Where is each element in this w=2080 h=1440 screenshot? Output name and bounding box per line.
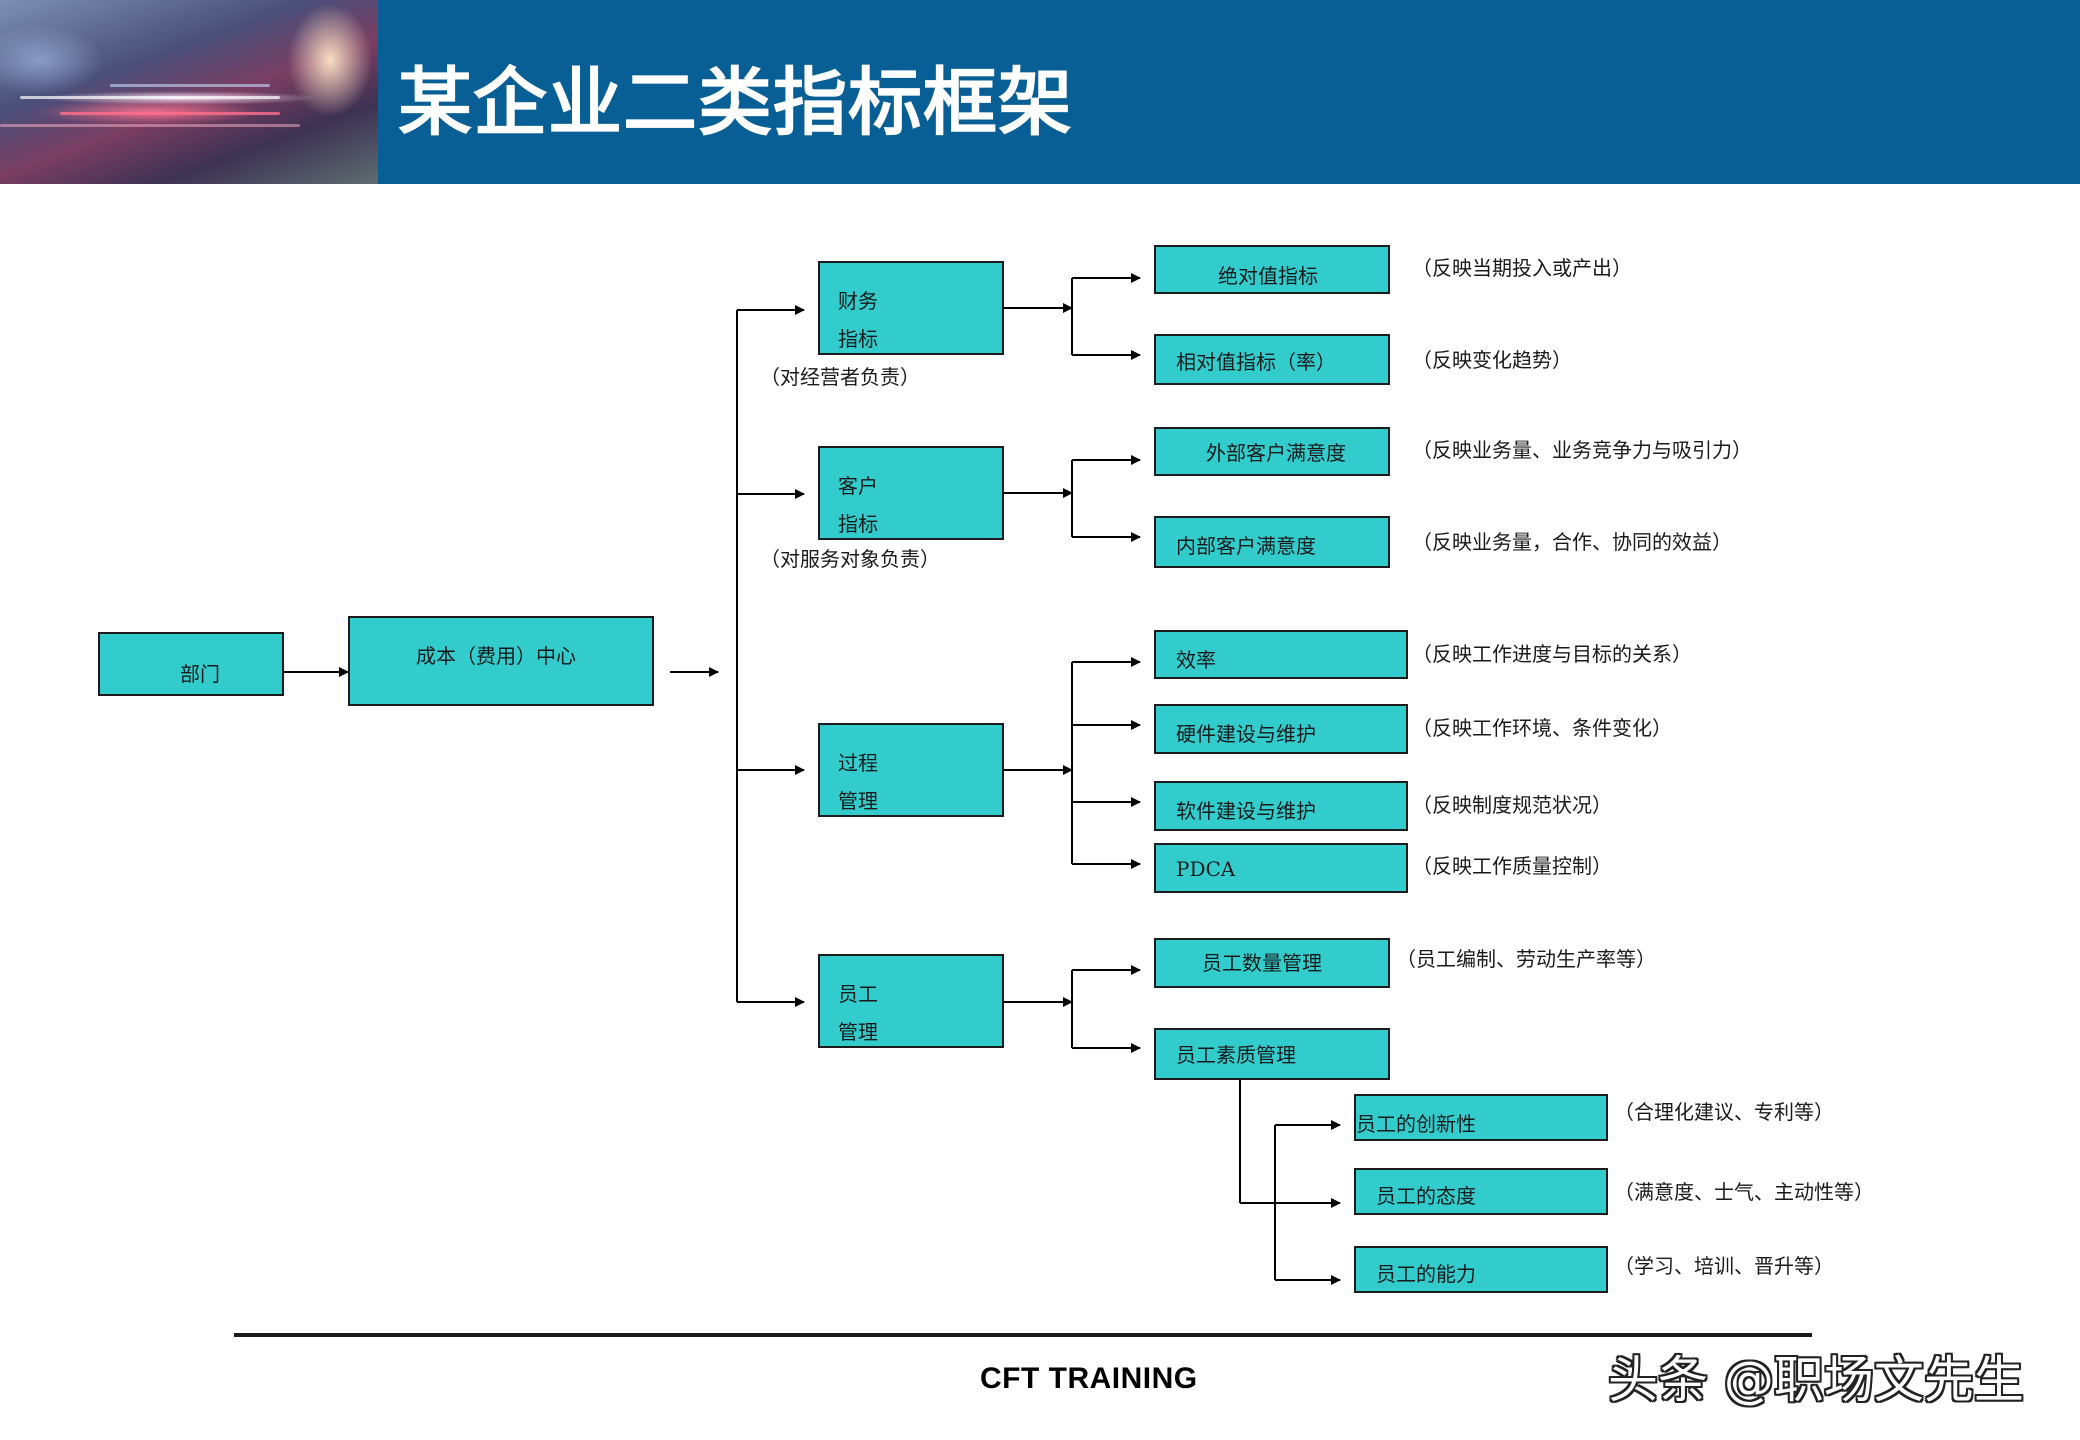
node-quality: 员工的能力	[1354, 1246, 1608, 1293]
node-label: 员工数量管理	[1202, 951, 1322, 975]
node-indicator: 软件建设与维护	[1154, 781, 1408, 831]
node-label: 员工素质管理	[1176, 1043, 1296, 1067]
node-quality: 员工的态度	[1354, 1168, 1608, 1215]
node-label-line1: 过程	[838, 751, 878, 775]
node-label: 效率	[1176, 648, 1216, 672]
node-group-staff: 员工 管理	[818, 954, 1004, 1048]
node-label: 部门	[180, 662, 220, 686]
quality-note: （满意度、士气、主动性等）	[1614, 1180, 1874, 1204]
indicator-note: （反映工作环境、条件变化）	[1412, 716, 1672, 740]
quality-note: （合理化建议、专利等）	[1614, 1100, 1834, 1124]
node-indicator: 员工数量管理	[1154, 938, 1390, 988]
node-quality: 员工的创新性	[1354, 1094, 1608, 1141]
node-indicator-staff-quality: 员工素质管理	[1154, 1028, 1390, 1080]
indicator-note: （反映工作进度与目标的关系）	[1412, 642, 1692, 666]
node-label-line2: 管理	[838, 789, 878, 813]
group-note-customer: （对服务对象负责）	[760, 547, 940, 571]
node-indicator: 硬件建设与维护	[1154, 704, 1408, 754]
node-group-process: 过程 管理	[818, 723, 1004, 817]
node-label: 相对值指标（率）	[1176, 350, 1336, 374]
node-label-line2: 指标	[838, 512, 878, 536]
header-decorative-image	[0, 0, 378, 184]
indicator-note: （反映业务量、业务竞争力与吸引力）	[1412, 438, 1752, 462]
node-label: 绝对值指标	[1218, 264, 1318, 288]
node-indicator: 内部客户满意度	[1154, 516, 1390, 568]
node-department: 部门	[98, 632, 284, 696]
node-label-line2: 指标	[838, 327, 878, 351]
indicator-note: （反映当期投入或产出）	[1412, 256, 1632, 280]
page-title: 某企业二类指标框架	[398, 60, 1073, 146]
node-label-line1: 客户	[838, 474, 878, 498]
indicator-note: （反映变化趋势）	[1412, 348, 1572, 372]
node-indicator: PDCA	[1154, 843, 1408, 893]
indicator-note: （反映制度规范状况）	[1412, 793, 1612, 817]
watermark: 头条 @职场文先生	[1608, 1351, 2024, 1409]
quality-note: （学习、培训、晋升等）	[1614, 1254, 1834, 1278]
node-label-line1: 财务	[838, 289, 878, 313]
node-label: 成本（费用）中心	[416, 644, 576, 668]
node-indicator: 效率	[1154, 630, 1408, 679]
node-indicator: 外部客户满意度	[1154, 427, 1390, 476]
node-group-customer: 客户 指标	[818, 446, 1004, 540]
node-label: 外部客户满意度	[1206, 441, 1346, 465]
node-indicator: 绝对值指标	[1154, 245, 1390, 294]
node-label: PDCA	[1176, 857, 1236, 881]
node-label: 硬件建设与维护	[1176, 722, 1316, 746]
indicator-note: （反映工作质量控制）	[1412, 854, 1612, 878]
node-group-finance: 财务 指标	[818, 261, 1004, 355]
node-label: 员工的创新性	[1356, 1112, 1476, 1136]
node-cost-center: 成本（费用）中心	[348, 616, 654, 706]
node-label: 员工的能力	[1376, 1262, 1476, 1286]
indicator-note: （员工编制、劳动生产率等）	[1396, 947, 1656, 971]
node-label: 软件建设与维护	[1176, 799, 1316, 823]
indicator-note: （反映业务量，合作、协同的效益）	[1412, 530, 1732, 554]
node-label-line1: 员工	[838, 982, 878, 1006]
group-note-finance: （对经营者负责）	[760, 365, 920, 389]
footer-brand: CFT TRAINING	[980, 1362, 1198, 1395]
node-label-line2: 管理	[838, 1020, 878, 1044]
footer-divider	[234, 1333, 1812, 1337]
node-indicator: 相对值指标（率）	[1154, 334, 1390, 385]
node-label: 内部客户满意度	[1176, 534, 1316, 558]
node-label: 员工的态度	[1376, 1184, 1476, 1208]
header-banner: 某企业二类指标框架	[0, 0, 2080, 184]
